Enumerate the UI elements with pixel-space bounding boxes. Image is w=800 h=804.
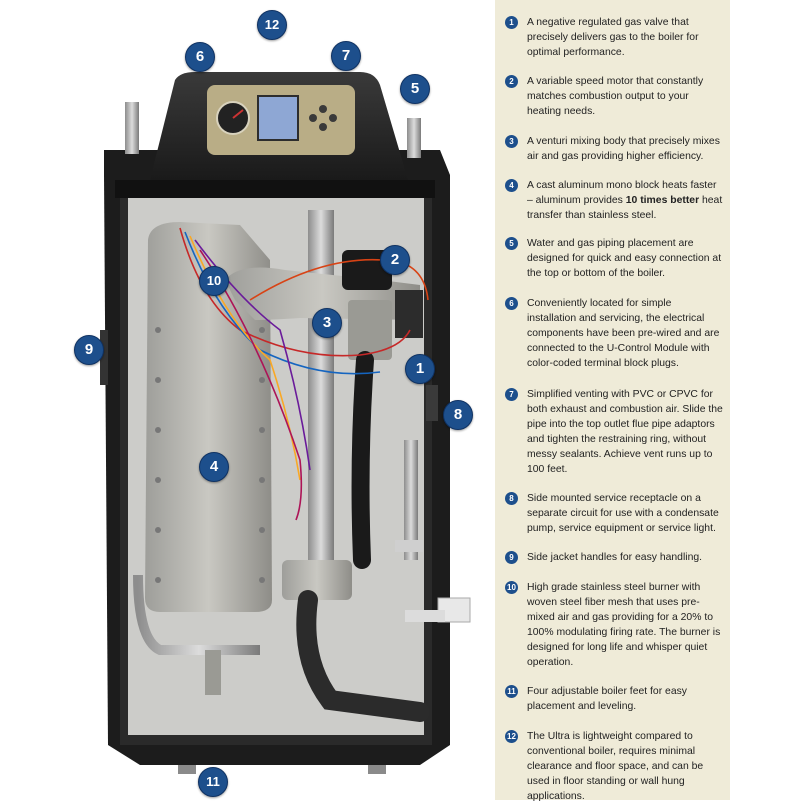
legend-number-2: 2 [505,75,518,88]
legend-item-3: 3 A venturi mixing body that precisely m… [505,134,723,164]
callout-8: 8 [443,400,473,430]
boiler-cutaway-illustration [100,72,471,774]
callout-2: 2 [380,245,410,275]
legend-number-4: 4 [505,179,518,192]
legend-item-9: 9 Side jacket handles for easy handling. [505,550,723,565]
legend-text-5: Water and gas piping placement are desig… [527,238,722,279]
legend-text-1: A negative regulated gas valve that prec… [527,17,699,58]
legend-text-4-end: heat transfer than stainless steel. [527,195,723,221]
legend-item-12: 12 The Ultra is lightweight compared to … [505,729,723,804]
legend-number-9: 9 [505,551,518,564]
legend-item-4: 4 A cast aluminum mono block heats faste… [505,178,723,223]
legend-text-12: The Ultra is lightweight compared to con… [527,731,704,802]
side-handle-left [100,330,108,385]
lcd-display [257,95,299,141]
legend-number-3: 3 [505,135,518,148]
legend-text-6: Conveniently located for simple installa… [527,298,720,369]
legend-number-5: 5 [505,237,518,250]
legend-text-11: Four adjustable boiler feet for easy pla… [527,686,687,712]
legend-text-9: Side jacket handles for easy handling. [527,552,703,563]
legend-number-7: 7 [505,388,518,401]
legend-item-7: 7 Simplified venting with PVC or CPVC fo… [505,387,723,477]
legend-number-11: 11 [505,685,518,698]
callout-3: 3 [312,308,342,338]
callout-12: 12 [257,10,287,40]
legend-item-11: 11 Four adjustable boiler feet for easy … [505,684,723,714]
gas-pipe [404,440,418,560]
legend-text-8: Side mounted service receptacle on a sep… [527,493,719,534]
legend-text-4-start: A cast aluminum mono block heats faster … [527,180,717,206]
callout-6: 6 [185,42,215,72]
legend-item-6: 6 Conveniently located for simple instal… [505,296,723,371]
callout-7: 7 [331,41,361,71]
legend-item-5: 5 Water and gas piping placement are des… [505,236,723,281]
legend-number-8: 8 [505,492,518,505]
heat-exchanger-bolts [155,327,265,583]
callout-11: 11 [198,767,228,797]
legend-text-10: High grade stainless steel burner with w… [527,582,721,668]
callout-4: 4 [199,452,229,482]
service-receptacle [426,385,438,421]
control-buttons [309,105,337,131]
legend-number-1: 1 [505,16,518,29]
drain-hose [296,590,430,722]
legend-number-10: 10 [505,581,518,594]
legend-text-4: A cast aluminum mono block heats faster … [527,178,723,223]
legend-item-8: 8 Side mounted service receptacle on a s… [505,491,723,536]
callout-1: 1 [405,354,435,384]
legend-item-10: 10 High grade stainless steel burner wit… [505,580,723,670]
gas-valve [348,300,392,360]
legend-item-1: 1 A negative regulated gas valve that pr… [505,15,723,60]
feature-legend: 1 A negative regulated gas valve that pr… [495,0,730,802]
callout-5: 5 [400,74,430,104]
legend-number-12: 12 [505,730,518,743]
legend-text-4-bold: 10 times better [625,195,700,206]
callout-9: 9 [74,335,104,365]
legend-text-7: Simplified venting with PVC or CPVC for … [527,389,723,475]
top-pipes [125,102,421,158]
legend-text-2: A variable speed motor that constantly m… [527,76,704,117]
legend-text-3: A venturi mixing body that precisely mix… [527,136,720,162]
legend-item-2: 2 A variable speed motor that constantly… [505,74,723,119]
callout-10: 10 [199,266,229,296]
legend-number-6: 6 [505,297,518,310]
condensate-hose [351,351,374,569]
